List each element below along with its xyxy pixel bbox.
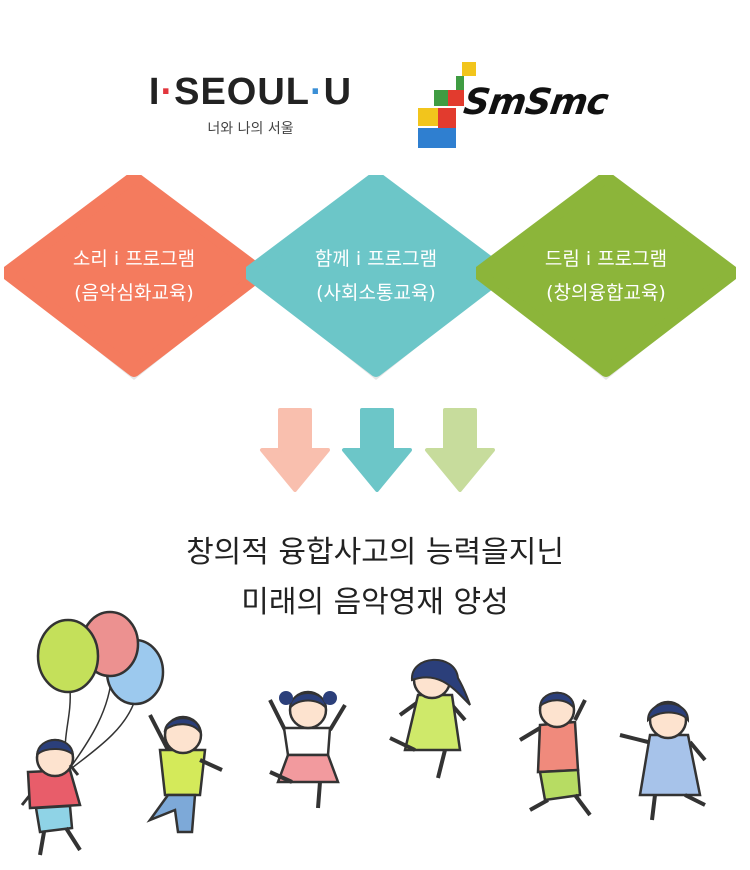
smsmc-wordmark: SmSmc: [461, 82, 611, 123]
balloons-icon: [36, 610, 165, 769]
program-title: 드림 i 프로그램: [544, 248, 668, 270]
child-figure: [20, 738, 82, 856]
child-figure: [389, 658, 471, 779]
logo-i: I: [148, 71, 161, 113]
smsmc-logo: SmSmc: [418, 60, 628, 150]
headline-line-1: 창의적 융합사고의 능력을지닌: [186, 535, 564, 570]
child-figure: [268, 690, 347, 809]
program-subtitle: (사회소통교육): [316, 282, 436, 304]
red-dot-icon: ·: [160, 71, 175, 113]
program-subtitle: (음악심화교육): [74, 282, 194, 304]
down-arrow-icon: [260, 408, 330, 492]
i-seoul-u-logo: I·SEOUL·U 너와 나의 서울: [118, 70, 383, 138]
headline-line-2: 미래의 음악영재 양성: [241, 585, 509, 620]
i-seoul-u-slogan: 너와 나의 서울: [207, 121, 294, 137]
logo-seoul: SEOUL: [174, 71, 310, 113]
child-figure: [518, 691, 592, 817]
children-illustration: [20, 610, 707, 856]
program-title: 소리 i 프로그램: [72, 248, 196, 270]
down-arrows: [260, 408, 495, 492]
program-diamond-sori: 소리 i 프로그램 (음악심화교육): [4, 175, 264, 380]
program-title: 함께 i 프로그램: [314, 248, 438, 270]
i-seoul-u-wordmark: I·SEOUL·U: [118, 70, 383, 114]
down-arrow-icon: [342, 408, 412, 492]
program-subtitle: (창의융합교육): [546, 282, 666, 304]
blue-dot-icon: ·: [310, 71, 324, 113]
headline: 창의적 융합사고의 능력을지닌 미래의 음악영재 양성: [0, 528, 750, 628]
child-figure: [619, 700, 707, 821]
program-diamond-dream: 드림 i 프로그램 (창의융합교육): [476, 175, 736, 380]
smsmc-block-mark-icon: [418, 62, 476, 148]
child-figure: [146, 714, 223, 834]
down-arrow-icon: [425, 408, 495, 492]
program-diamond-hamkke: 함께 i 프로그램 (사회소통교육): [246, 175, 506, 380]
logo-u: U: [323, 71, 353, 113]
